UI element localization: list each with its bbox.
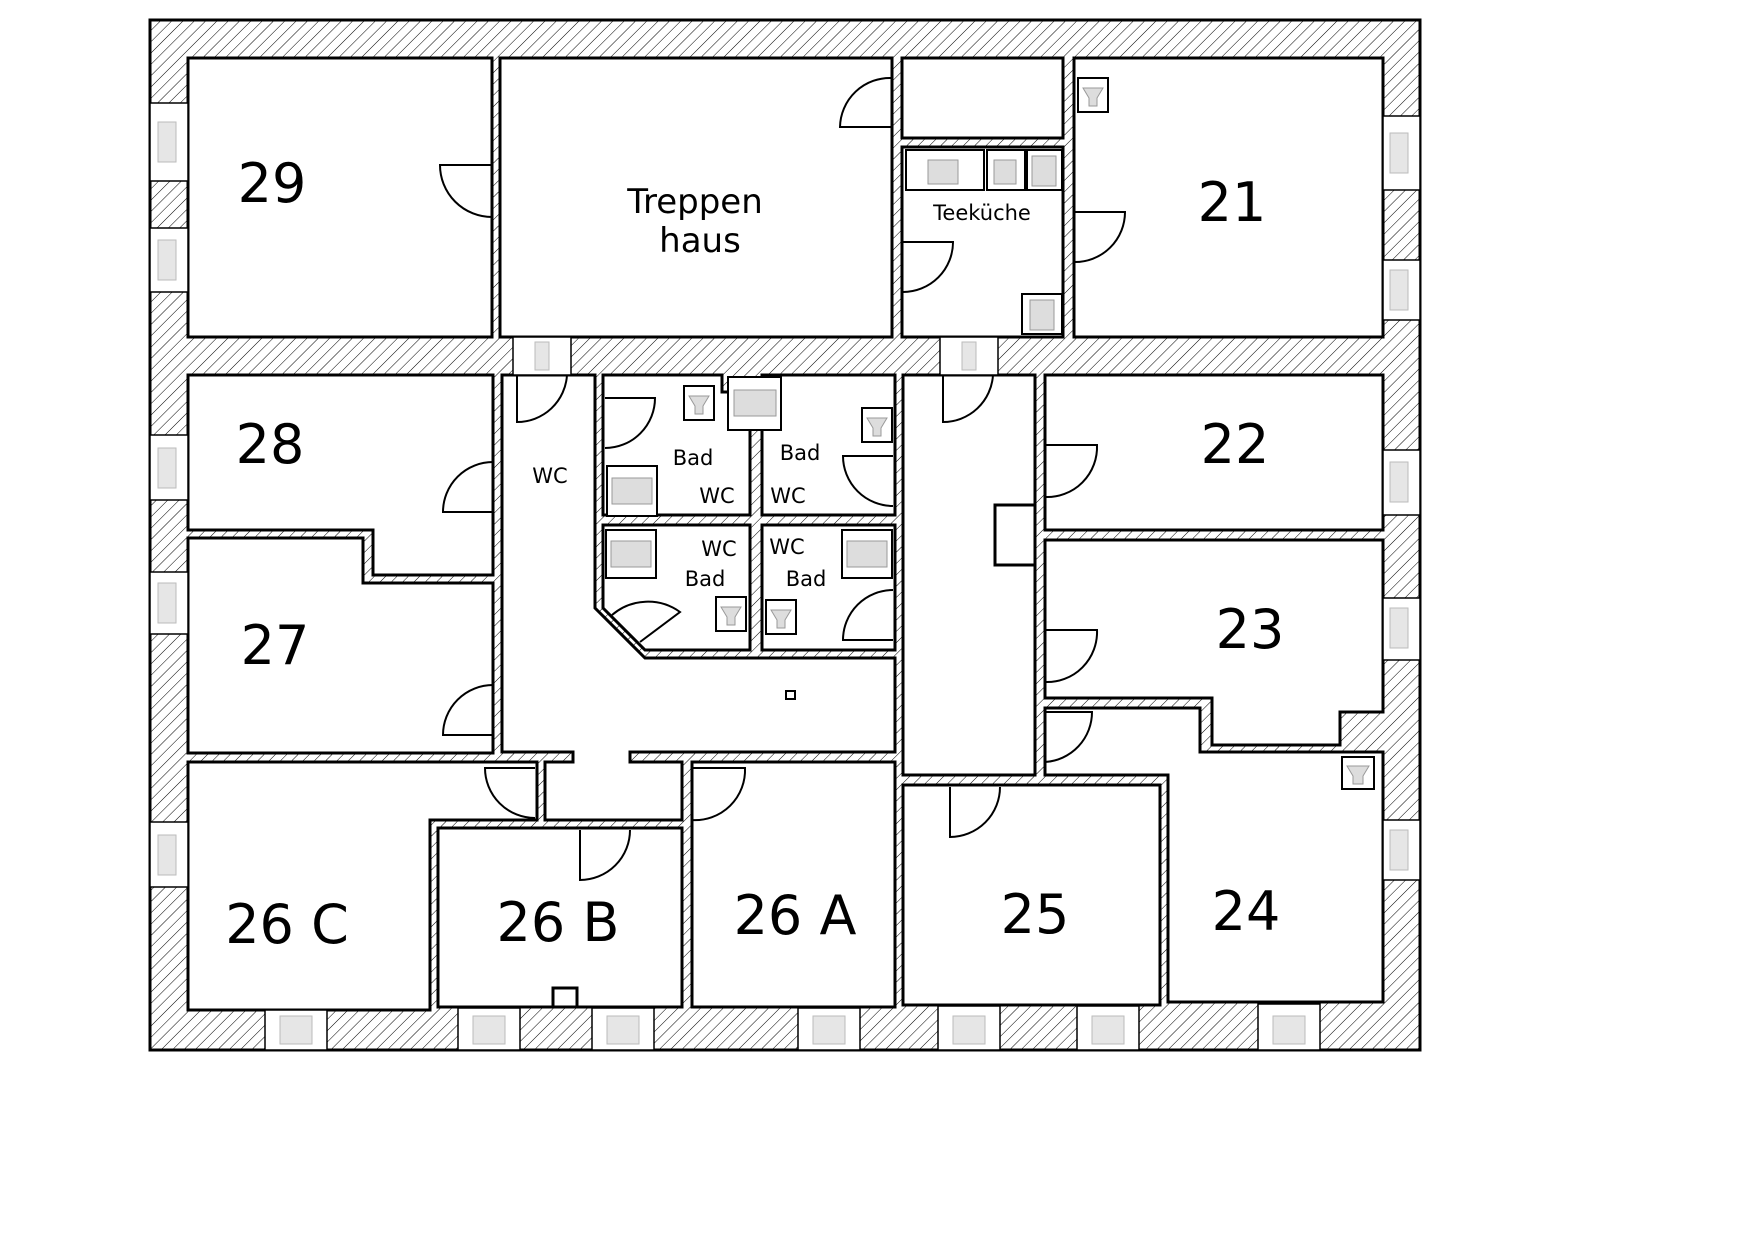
room-21[interactable] bbox=[1072, 56, 1385, 339]
bathroom-2[interactable] bbox=[760, 373, 897, 517]
label-room-25: 25 bbox=[1001, 883, 1070, 946]
label-wc-3: WC bbox=[701, 537, 736, 561]
label-room-23: 23 bbox=[1216, 598, 1285, 661]
label-room-29: 29 bbox=[238, 152, 307, 215]
room-29[interactable] bbox=[186, 56, 494, 339]
room-27[interactable] bbox=[186, 536, 495, 755]
label-room-22: 22 bbox=[1201, 413, 1270, 476]
label-room-26a: 26 A bbox=[734, 884, 857, 947]
label-treppenhaus-1: Treppen bbox=[626, 182, 763, 222]
label-wc-4: WC bbox=[769, 535, 804, 559]
label-room-27: 27 bbox=[241, 614, 310, 677]
room-26c[interactable] bbox=[186, 760, 539, 1012]
shaft-26b bbox=[551, 986, 579, 1009]
label-room-26b: 26 B bbox=[497, 891, 620, 954]
label-bad-1: Bad bbox=[673, 446, 714, 470]
room-28[interactable] bbox=[186, 373, 495, 577]
corridor-wc[interactable] bbox=[500, 373, 897, 822]
room-22[interactable] bbox=[1043, 373, 1385, 532]
floor-drain-icon bbox=[785, 690, 796, 700]
room-25[interactable] bbox=[901, 783, 1162, 1007]
label-teekueche: Teeküche bbox=[932, 201, 1031, 225]
label-room-21: 21 bbox=[1198, 171, 1267, 234]
label-wc-corridor: WC bbox=[532, 464, 567, 488]
room-26a[interactable] bbox=[690, 760, 897, 1009]
label-room-24: 24 bbox=[1212, 880, 1281, 943]
label-bad-2: Bad bbox=[780, 441, 821, 465]
label-wc-1: WC bbox=[699, 484, 734, 508]
label-bad-4: Bad bbox=[786, 567, 827, 591]
corridor-right[interactable] bbox=[901, 373, 1037, 777]
label-room-28: 28 bbox=[236, 413, 305, 476]
sanitary-fixtures bbox=[605, 77, 1375, 790]
label-treppenhaus-2: haus bbox=[659, 221, 741, 261]
windows bbox=[149, 102, 1421, 1051]
label-room-26c: 26 C bbox=[225, 893, 349, 956]
room-24[interactable] bbox=[1043, 706, 1385, 1004]
label-bad-3: Bad bbox=[685, 567, 726, 591]
doors bbox=[438, 76, 1127, 882]
label-wc-2: WC bbox=[770, 484, 805, 508]
room-storage-top[interactable] bbox=[900, 56, 1065, 140]
room-treppenhaus[interactable] bbox=[498, 56, 894, 339]
shaft bbox=[993, 503, 1037, 567]
